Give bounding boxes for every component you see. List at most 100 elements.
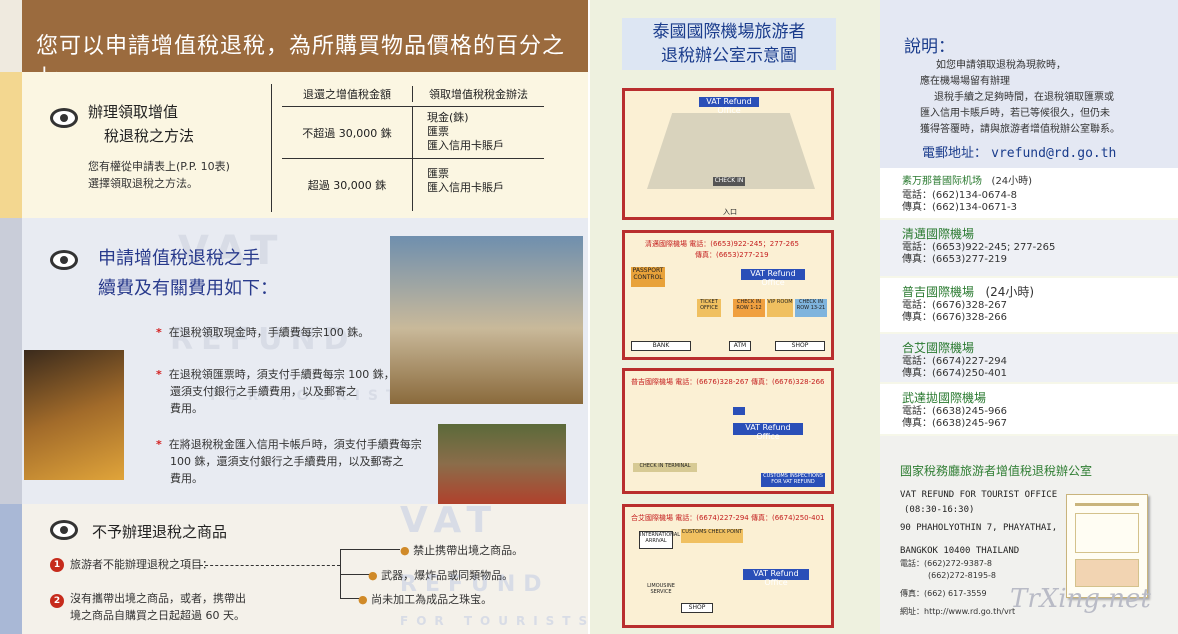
office-address: VAT REFUND FOR TOURIST OFFICE (08:30-16:… <box>900 488 1057 559</box>
airport-name: 素万那普國际机场 <box>902 176 982 187</box>
section-excluded <box>22 504 588 634</box>
info-text: 如您申請領取退稅為現款時， 應在機場場留有辦理 退稅手續之足夠時間，在退稅領取匯… <box>920 58 1120 138</box>
cell-line: 匯票 <box>427 167 449 180</box>
phone: (662)272-8195-8 <box>928 571 997 580</box>
title-line: 續費及有關費用如下： <box>98 278 278 299</box>
fee-text: 在退稅領匯票時，須支付手續費每宗 100 銖， <box>168 368 395 381</box>
table-cell: 不超過 30,000 銖 <box>302 127 392 140</box>
table-cell: 超過 30,000 銖 <box>307 179 387 192</box>
divider <box>271 84 272 212</box>
address-line: (08:30-16:30) <box>904 505 975 515</box>
atm-label: ATM <box>729 341 751 351</box>
form-line <box>1075 503 1139 506</box>
passport-label: PASSPORT CONTROL <box>631 267 665 287</box>
check-in-label: CHECK IN ROW 13-21 <box>795 299 827 317</box>
branch-text: 尚未加工為成品之珠宝。 <box>371 593 493 606</box>
form-image <box>1066 494 1148 598</box>
ticket-label: TICKET OFFICE <box>697 299 721 317</box>
terminal-shape <box>647 113 815 189</box>
dot-icon: ● <box>358 593 368 606</box>
stripe <box>0 72 22 218</box>
excluded-branch: ● 武器，爆炸品或同類物品。 <box>368 567 513 584</box>
phone: 電話：(6676)328-267 <box>902 300 1008 311</box>
hours: (24小時) <box>985 285 1035 299</box>
cell-line: 匯入信用卡賬戶 <box>427 181 504 194</box>
phone: 電話：(662)134-0674-8 <box>902 190 1018 201</box>
eye-icon <box>50 520 78 540</box>
star-icon: * <box>156 438 162 451</box>
watermark: VAT <box>400 500 500 541</box>
map-header: 合艾國際機場 電話：(6674)227-294 傳真：(6674)250-401 <box>631 514 825 522</box>
excluded-branch: ● 尚未加工為成品之珠宝。 <box>358 591 492 608</box>
address-line: BANGKOK 10400 THAILAND <box>900 546 1020 556</box>
shop-label: SHOP <box>681 603 713 613</box>
table-row: 不超過 30,000 銖 現金(銖)匯票匯入信用卡賬戶 <box>282 107 544 159</box>
star-icon: * <box>156 368 162 381</box>
table-cell: 現金(銖)匯票匯入信用卡賬戶 <box>412 107 544 158</box>
vat-office-label: VAT Refund Office <box>699 97 759 115</box>
title-line: 稅退稅之方法 <box>104 127 195 145</box>
phone: 電話：(6638)245-966 <box>902 406 1008 417</box>
eye-icon <box>50 108 78 128</box>
eye-icon <box>50 250 78 270</box>
table-row: 超過 30,000 銖 匯票匯入信用卡賬戶 <box>282 159 544 211</box>
item-line: 沒有攜帶出境之商品，或者，携帶出 <box>70 592 246 605</box>
vat-office-label: VAT Refund Office <box>733 423 803 441</box>
table-header-cell: 退還之增值稅金額 <box>303 88 391 101</box>
desc-line: 您有權從申請表上(P.P. 10表) <box>88 160 230 173</box>
cell-line: 匯入信用卡賬戶 <box>427 139 504 152</box>
airplane-photo <box>390 236 583 404</box>
table-cell: 匯票匯入信用卡賬戶 <box>412 159 544 211</box>
map-phuket: 普吉國際機場 電話：(6676)328-267 傳真：(6676)328-266… <box>622 368 834 494</box>
dot-icon: ● <box>400 544 410 557</box>
excluded-branch: ● 禁止携帶出境之商品。 <box>400 542 523 559</box>
maps-title: 泰國國際機場旅游者退稅辦公室示意圖 <box>622 18 836 70</box>
map-suvarnabhumi: VAT Refund Office CHECK IN 入口 <box>622 88 834 220</box>
limo-label: LIMOUSINE SERVICE <box>647 583 675 595</box>
hours: (24小時) <box>991 176 1033 187</box>
airport-name: 合艾國際機場 <box>902 341 975 355</box>
excluded-item: 旅游者不能辦理退稅之項目： <box>70 558 213 571</box>
connector-line <box>340 574 370 575</box>
section-desc: 您有權從申請表上(P.P. 10表)選擇領取退稅之方法。 <box>88 158 230 192</box>
cell-line: 匯票 <box>427 125 449 138</box>
star-icon: * <box>156 326 162 339</box>
fee-text: 在將退稅稅金匯入信用卡帳戶時，須支付手續費每宗 <box>168 438 422 451</box>
connector-line <box>340 549 400 550</box>
fee-item: * 在退稅領取現金時，手續費每宗100 銖。 <box>156 324 369 341</box>
map-hatyai: 合艾國際機場 電話：(6674)227-294 傳真：(6674)250-401… <box>622 504 834 628</box>
title-line: 泰國國際機場旅游者 <box>652 22 806 42</box>
website-link[interactable]: 網址：http://www.rd.go.th/vrt <box>900 607 1016 616</box>
watermark: FOR TOURISTS <box>400 614 596 628</box>
map-header: 清邁國際機場 電話：(6653)922-245；277-265 <box>645 240 799 248</box>
watermark: REFUND <box>170 322 357 357</box>
map-header: 普吉國際機場 電話：(6676)328-267 傳真：(6676)328-266 <box>631 378 825 386</box>
excluded-item: 沒有攜帶出境之商品，或者，携帶出境之商品自購買之日起超過 60 天。 <box>70 590 246 624</box>
title-line: 辦理領取增值 <box>88 103 179 121</box>
form-section <box>1075 513 1139 553</box>
section-title: 不予辦理退稅之商品 <box>92 523 228 541</box>
section-title: 申請增值稅退稅之手續費及有關費用如下： <box>98 244 278 304</box>
info-box <box>880 0 1178 168</box>
map-chiangmai: 清邁國際機場 電話：(6653)922-245；277-265 傳真：(6653… <box>622 230 834 360</box>
fee-text: 費用。 <box>170 472 203 485</box>
phone: 電話：(6674)227-294 <box>902 356 1008 367</box>
email-line: 電郵地址： vrefund@rd.go.th <box>922 142 1116 161</box>
boat-photo <box>24 350 124 480</box>
watermark: TrXing.net <box>1010 584 1151 614</box>
connector-line <box>340 598 360 599</box>
office-marker <box>733 407 745 415</box>
branch-text: 禁止携帶出境之商品。 <box>413 544 524 557</box>
info-line: 應在機場場留有辦理 <box>920 76 1010 87</box>
office-contacts: 電話：(662)272-9387-8 (662)272-8195-8 傳真：(6… <box>900 558 1015 618</box>
email-address[interactable]: vrefund@rd.go.th <box>991 146 1117 161</box>
fee-text: 100 銖，還須支付銀行之手續費用，以及郵寄之 <box>170 455 404 468</box>
watermark: FOR TOURISTS <box>210 388 422 404</box>
fee-text: 費用。 <box>170 402 203 415</box>
phone: 電話：(662)272-9387-8 <box>900 559 993 568</box>
cell-line: 現金(銖) <box>427 111 469 124</box>
fee-text: 還須支付銀行之手續費用，以及郵寄之 <box>170 385 357 398</box>
